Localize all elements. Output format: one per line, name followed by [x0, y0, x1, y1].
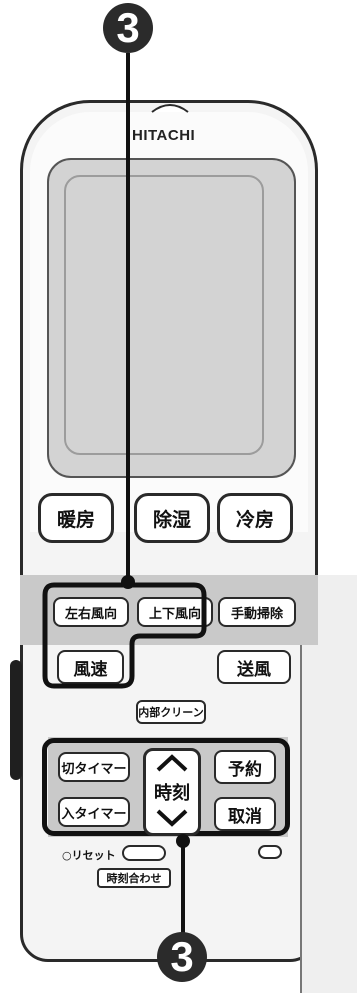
- on-timer-button[interactable]: 入タイマー: [58, 797, 130, 827]
- callout-top-dot: [121, 575, 135, 589]
- indicator-lamp: [258, 845, 282, 859]
- fan-mode-button[interactable]: 送風: [217, 650, 291, 684]
- callout-top-leader: [126, 53, 130, 583]
- vertical-direction-button[interactable]: 上下風向: [137, 597, 213, 627]
- brand-logo: HITACHI: [132, 127, 196, 144]
- ir-sensor-icon: [151, 104, 189, 113]
- remote-side-grip: [10, 660, 22, 780]
- off-timer-button[interactable]: 切タイマー: [58, 752, 130, 782]
- lcd-display-inner: [64, 175, 264, 455]
- callout-top-badge: 3: [103, 3, 153, 53]
- time-set-label: 時刻合わせ: [97, 868, 171, 888]
- heating-button[interactable]: 暖房: [38, 493, 114, 543]
- lcd-display: [47, 158, 296, 478]
- manual-clean-button[interactable]: 手動掃除: [218, 597, 296, 627]
- callout-bottom-badge: 3: [157, 932, 207, 982]
- cooling-button[interactable]: 冷房: [217, 493, 293, 543]
- dehumidify-button[interactable]: 除湿: [134, 493, 210, 543]
- reserve-button[interactable]: 予約: [214, 750, 276, 784]
- time-set-key[interactable]: [122, 845, 166, 861]
- airflow-highlight-frame: [42, 582, 207, 689]
- clock-down-icon[interactable]: [153, 807, 191, 829]
- horizontal-direction-button[interactable]: 左右風向: [53, 597, 129, 627]
- clock-up-icon[interactable]: [153, 752, 191, 774]
- clock-label: 時刻: [154, 783, 190, 804]
- callout-bottom-leader: [181, 840, 185, 935]
- reset-label: ○リセット: [62, 849, 116, 862]
- fan-speed-button[interactable]: 風速: [57, 650, 124, 684]
- cancel-button[interactable]: 取消: [214, 797, 276, 831]
- internal-clean-button[interactable]: 内部クリーン: [136, 700, 206, 724]
